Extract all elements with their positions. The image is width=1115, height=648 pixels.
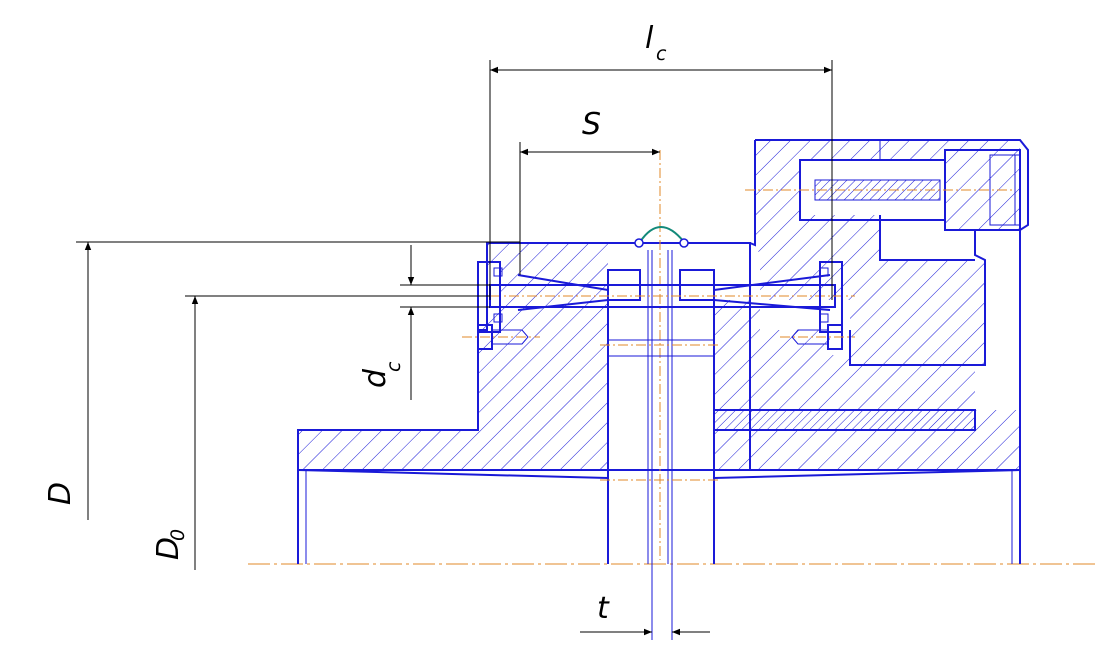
label-d0-sub: 0 <box>167 529 189 541</box>
center-disc <box>517 150 831 640</box>
label-d0: D <box>151 537 186 560</box>
label-lc: l <box>645 21 654 56</box>
dimension-s <box>519 142 660 275</box>
spring-element <box>634 226 689 248</box>
right-hub <box>713 150 1021 564</box>
label-lc-sub: c <box>656 43 667 65</box>
label-s: S <box>582 107 601 142</box>
label-dc: d <box>358 368 393 388</box>
right-housing <box>745 139 1029 366</box>
dimension-d <box>76 241 520 520</box>
label-t: t <box>597 591 610 626</box>
label-d: D <box>43 482 78 505</box>
left-hub <box>297 242 751 564</box>
dimension-dc <box>400 245 490 400</box>
dimension-d0 <box>185 295 490 570</box>
label-dc-sub: c <box>383 361 405 372</box>
dimension-lc <box>489 60 833 300</box>
